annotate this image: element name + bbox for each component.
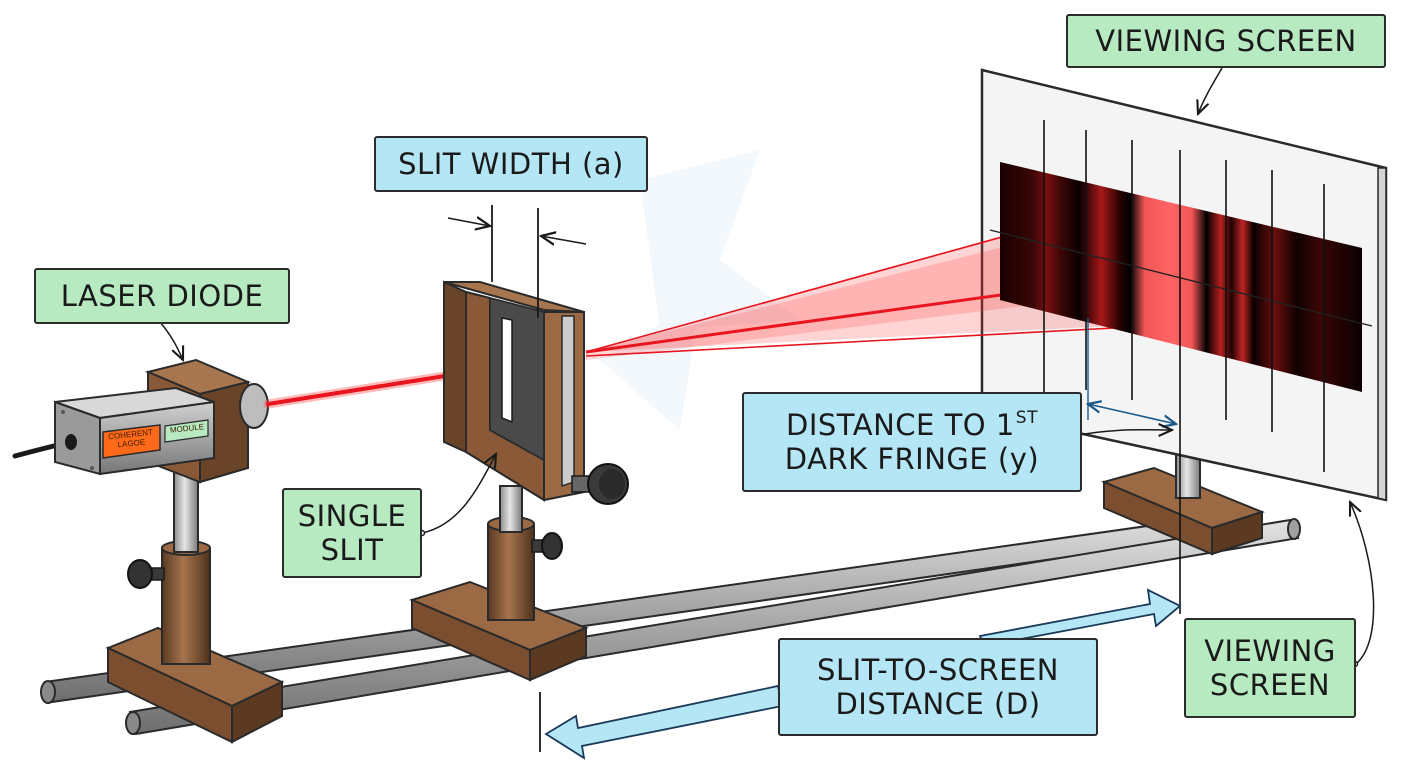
distance-line2: DARK FRINGE (y) [784,442,1040,476]
slit-screen-line2: DISTANCE (D) [835,687,1041,721]
slit-width-text: SLIT WIDTH (a) [398,146,624,181]
distance-superscript: ST [1015,407,1038,428]
viewing-screen-top-label: VIEWING SCREEN [1066,14,1386,68]
viewing-screen-line2: SCREEN [1209,668,1331,702]
laser-diode-text: LASER DIODE [60,278,264,313]
fringe-pattern [989,120,1373,614]
single-slit-line1: SINGLE [297,498,407,533]
distance-dark-fringe-label: DISTANCE TO 1ST DARK FRINGE (y) [742,392,1082,492]
laser-diode [12,386,215,476]
viewing-screen-top-text: VIEWING SCREEN [1095,23,1357,58]
slit-stand [409,485,589,682]
distance-line1: DISTANCE TO 1 [786,407,1015,442]
laser-diode-label: LASER DIODE [34,268,290,324]
optical-bench-rails [40,510,1301,736]
single-slit [443,280,629,505]
single-slit-line2: SLIT [320,533,384,567]
slit-screen-line1: SLIT-TO-SCREEN [817,652,1059,687]
watermark [600,150,800,430]
viewing-screen-line1: VIEWING [1204,633,1336,668]
slit-width-markers [447,205,587,318]
slit-to-screen-label: SLIT-TO-SCREEN DISTANCE (D) [778,638,1098,736]
viewing-screen-bottom-label: VIEWING SCREEN [1184,618,1356,718]
single-slit-label: SINGLE SLIT [282,488,422,578]
slit-width-label: SLIT WIDTH (a) [374,136,648,192]
